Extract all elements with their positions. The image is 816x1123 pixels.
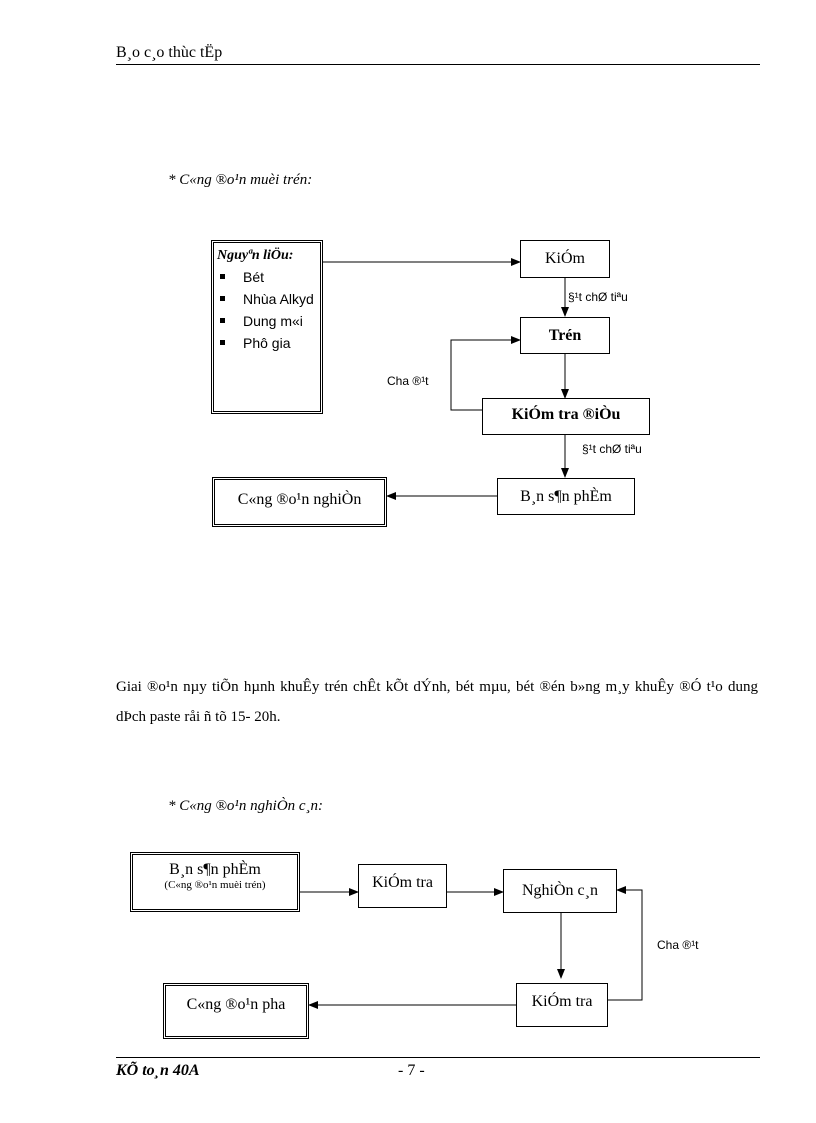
page-number: - 7 - <box>398 1062 425 1079</box>
description-paragraph: Giai ®o¹n nµy tiÕn hµnh khuÊy trén chÊt … <box>116 679 758 725</box>
ban-thanh-pham-label: B¸n s¶n phÈm <box>169 861 261 878</box>
footer-rule <box>116 1057 760 1058</box>
materials-heading: Nguyªn liÖu: <box>217 248 294 263</box>
ban-thanh-pham-box-2: B¸n s¶n phÈm (C«ng ®o¹n muèi trén) <box>130 852 300 912</box>
materials-box: Nguyªn liÖu: Bét Nhùa Alkyd Dung m«i Phô… <box>211 240 323 414</box>
section1-title: * C«ng ®o¹n muèi trén: <box>168 172 313 188</box>
label-dat-chi-tieu-1: §¹t chØ tiªu <box>568 290 628 304</box>
tron-box: Trén <box>520 317 610 354</box>
ban-thanh-pham-box: B¸n s¶n phÈm <box>497 478 635 515</box>
label-chua-dat-1: Cha ®¹t <box>387 374 429 388</box>
label-chua-dat-2: Cha ®¹t <box>657 938 699 952</box>
materials-list: Bét Nhùa Alkyd Dung m«i Phô gia <box>217 268 317 352</box>
material-item: Phô gia <box>217 334 317 352</box>
material-item: Dung m«i <box>217 312 317 330</box>
cong-doan-pha-box: C«ng ®o¹n pha <box>163 983 309 1039</box>
material-item: Bét <box>217 268 317 286</box>
cong-doan-nghien-box: C«ng ®o¹n nghiÒn <box>212 477 387 527</box>
label-dat-chi-tieu-2: §¹t chØ tiªu <box>582 442 642 456</box>
kiem-tra-box-1: KiÓm tra <box>358 864 447 908</box>
kiem-tra-deu-box: KiÓm tra ®iÒu <box>482 398 650 435</box>
kiem-tra-box-2: KiÓm tra <box>516 983 608 1027</box>
header-rule <box>116 64 760 65</box>
section2-title: * C«ng ®o¹n nghiÒn c¸n: <box>168 798 324 814</box>
footer-class-label: KÕ to¸n 40A <box>116 1062 200 1079</box>
page-header-title: B¸o c¸o thùc tËp <box>116 44 223 61</box>
nghien-can-box: NghiÒn c¸n <box>503 869 617 913</box>
kiem-box: KiÓm <box>520 240 610 278</box>
ban-thanh-pham-sub: (C«ng ®o¹n muèi trén) <box>164 879 266 891</box>
material-item: Nhùa Alkyd <box>217 290 317 308</box>
